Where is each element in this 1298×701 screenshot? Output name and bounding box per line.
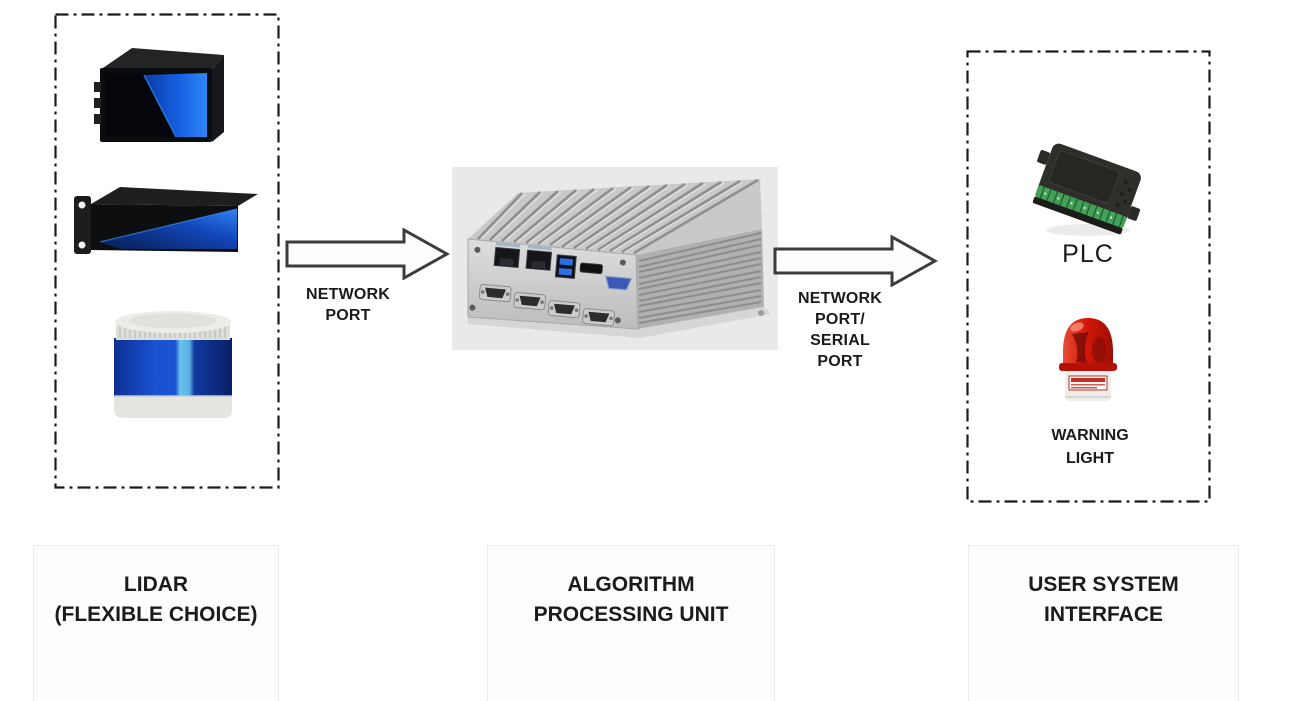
industrial-pc-icon: [467, 178, 771, 338]
arrow-processor-to-user-system: [773, 234, 939, 292]
warning-light-image: [1052, 310, 1124, 417]
puck-lidar-icon: [114, 311, 232, 418]
user-system-caption-box: USER SYSTEM INTERFACE: [968, 545, 1239, 701]
flat-lidar-icon: [74, 187, 258, 254]
arrow-lidar-to-processor: [285, 227, 451, 285]
warning-light-icon: [1059, 318, 1117, 401]
plc-label: PLC: [1062, 240, 1114, 268]
processing-caption: ALGORITHM PROCESSING UNIT: [533, 573, 729, 626]
block-arrow-right-icon: [773, 234, 939, 288]
block-arrow-right-icon: [285, 227, 451, 281]
user-system-dashed-box: [966, 50, 1211, 503]
industrial-pc-image: [452, 167, 778, 350]
puck-lidar-image: [102, 308, 244, 435]
pc-front-ports: [469, 241, 633, 327]
processing-caption-box: ALGORITHM PROCESSING UNIT: [487, 545, 775, 701]
flat-lidar-image: [72, 180, 260, 265]
box-lidar-icon: [94, 48, 224, 142]
box-lidar-image: [86, 40, 226, 157]
plc-icon: [1032, 143, 1141, 236]
plc-image: [1028, 140, 1148, 245]
warning-light-label: WARNING LIGHT: [1051, 427, 1129, 467]
arrow1-label: NETWORK PORT: [305, 286, 391, 324]
lidar-caption-box: LIDAR (FLEXIBLE CHOICE): [33, 545, 279, 701]
lidar-caption: LIDAR (FLEXIBLE CHOICE): [54, 573, 258, 626]
arrow2-label: NETWORK PORT/ SERIAL PORT: [797, 290, 883, 370]
lidar-group-dashed-box: [54, 13, 280, 489]
user-system-caption: USER SYSTEM INTERFACE: [1028, 573, 1179, 626]
